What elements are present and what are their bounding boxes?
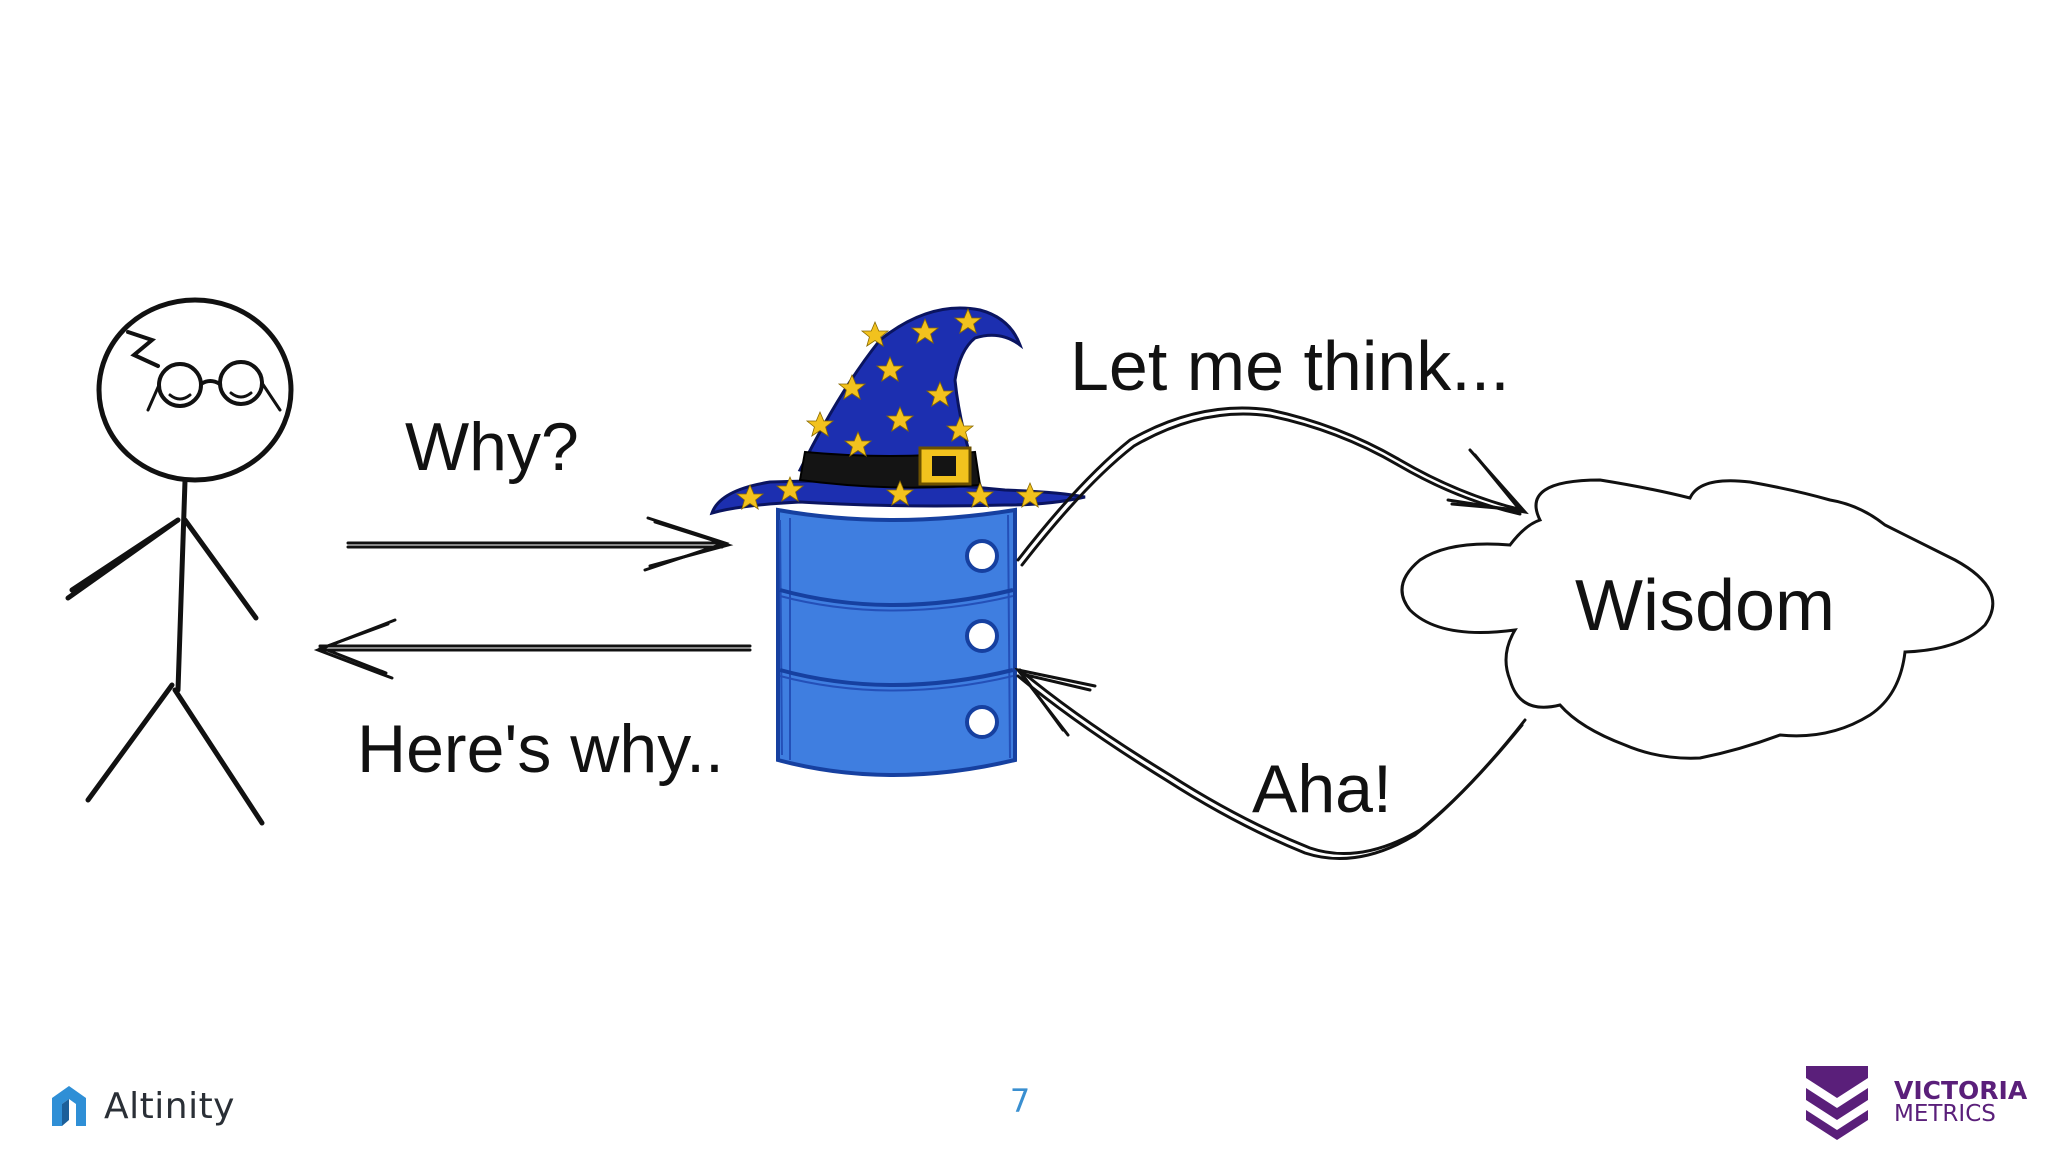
why-label: Why? bbox=[405, 409, 579, 485]
wizard-hat-icon bbox=[712, 308, 1085, 513]
heres-why-label: Here's why.. bbox=[357, 711, 724, 787]
page-number: 7 bbox=[990, 1082, 1050, 1120]
altinity-mark-icon bbox=[48, 1082, 90, 1130]
db-light-top bbox=[967, 541, 997, 571]
victoria-metrics-chevron-icon bbox=[1802, 1062, 1872, 1142]
aha-label: Aha! bbox=[1252, 751, 1392, 827]
why-arrow bbox=[348, 518, 728, 570]
lightning-scar-icon bbox=[128, 332, 158, 366]
database-icon bbox=[778, 510, 1015, 775]
altinity-brand-name: Altinity bbox=[104, 1086, 235, 1127]
victoria-brand-line1: VICTORIA bbox=[1894, 1078, 2027, 1104]
stick-figure-right-leg bbox=[175, 690, 262, 823]
wisdom-label: Wisdom bbox=[1575, 566, 1835, 646]
think-arrow bbox=[1018, 408, 1525, 565]
db-light-middle bbox=[967, 621, 997, 651]
stick-figure-body bbox=[178, 481, 185, 690]
answer-arrow bbox=[318, 620, 750, 678]
stick-figure-left-leg bbox=[88, 685, 172, 800]
stick-figure-right-arm bbox=[185, 520, 256, 618]
glasses-bridge bbox=[201, 381, 220, 384]
victoria-metrics-logo: VICTORIA METRICS bbox=[1802, 1062, 2027, 1142]
db-light-bottom bbox=[967, 707, 997, 737]
altinity-logo: Altinity bbox=[48, 1078, 235, 1134]
stick-figure-left-arm bbox=[68, 520, 178, 598]
victoria-brand-line2: METRICS bbox=[1894, 1103, 2027, 1126]
stick-figure bbox=[68, 300, 291, 823]
let-me-think-label: Let me think... bbox=[1070, 327, 1510, 405]
